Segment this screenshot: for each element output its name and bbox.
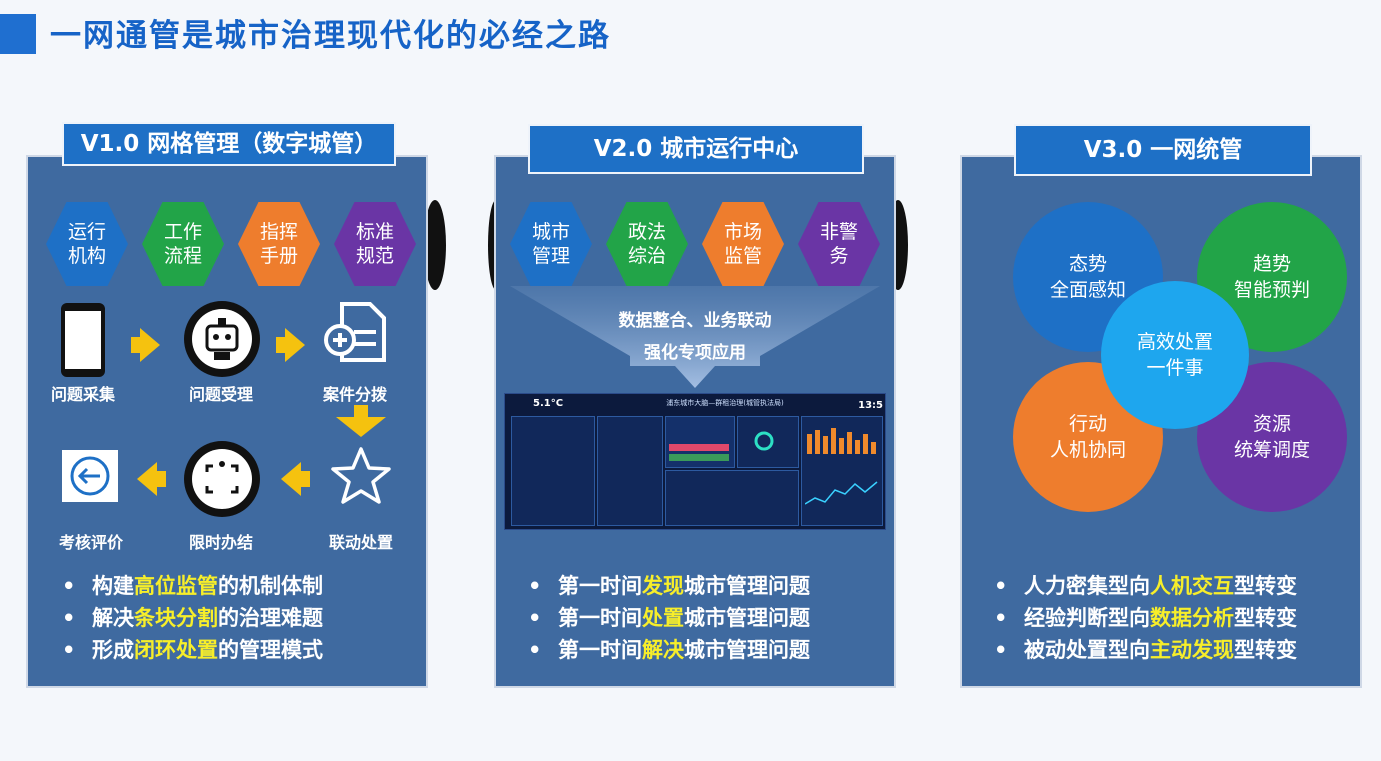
step-label: 限时办结 <box>188 533 253 552</box>
circle-label: 全面感知 <box>1049 279 1126 301</box>
hex-label: 城市 <box>531 221 570 243</box>
step-label: 问题受理 <box>188 385 253 404</box>
decor-edge-1 <box>424 200 446 290</box>
screen-headline: 浦东城市大脑—群租治理(城管执法局) <box>666 399 784 407</box>
circle-label: 资源 <box>1252 413 1291 435</box>
arrow-right-icon <box>140 328 160 362</box>
arrow-stem <box>156 471 166 487</box>
bullet-item: •经验判断型向数据分析型转变 <box>994 606 1297 630</box>
circle-label: 行动 <box>1068 413 1107 435</box>
page-title: 一网通管是城市治理现代化的必经之路 <box>50 18 611 54</box>
bullet-item: •被动处置型向主动发现型转变 <box>994 638 1297 662</box>
step-label: 案件分拨 <box>322 385 387 404</box>
hex-label: 市场 <box>723 221 762 243</box>
step-label: 问题采集 <box>50 385 115 404</box>
panel-v2-title: V2.0 城市运行中心 <box>528 124 864 174</box>
document-add-icon <box>324 302 386 362</box>
bullet-item: •构建高位监管的机制体制 <box>62 574 323 598</box>
funnel-text-1: 数据整合、业务联动 <box>618 311 772 331</box>
circle-label: 态势 <box>1068 253 1107 275</box>
screen-donut-icon <box>754 431 774 451</box>
hex-label: 监管 <box>723 245 762 267</box>
phone-icon <box>61 303 105 377</box>
hex-label: 运行 <box>67 221 106 243</box>
hex-label: 手册 <box>259 245 298 267</box>
hex-label: 规范 <box>355 245 394 267</box>
hex-label: 综治 <box>627 245 666 267</box>
panel-v3-title: V3.0 一网统管 <box>1014 124 1312 176</box>
screen-bar <box>669 444 729 451</box>
funnel-arrow-icon <box>510 286 880 388</box>
bullet-item: •形成闭环处置的管理模式 <box>62 638 323 662</box>
hex-label: 管理 <box>531 245 570 267</box>
hex-v2-1: 城市管理 <box>510 202 592 286</box>
hex-label: 工作 <box>163 221 202 243</box>
screen-panel <box>511 416 595 526</box>
step-label: 联动处置 <box>328 533 393 552</box>
back-arrow-icon <box>62 450 118 502</box>
bullet-item: •人力密集型向人机交互型转变 <box>994 574 1297 598</box>
circle-label: 统筹调度 <box>1233 439 1310 461</box>
screen-mini-line <box>805 481 878 505</box>
timer-icon <box>184 441 260 517</box>
hex-label: 机构 <box>67 245 106 267</box>
screen-bar <box>669 454 729 461</box>
hex-label: 政法 <box>627 221 666 243</box>
arrow-right-icon <box>285 328 305 362</box>
hex-label: 指挥 <box>259 221 298 243</box>
circle-label: 人机协同 <box>1049 439 1126 461</box>
screen-panel <box>597 416 663 526</box>
arrow-stem <box>131 337 141 353</box>
panel-v1-title: V1.0 网格管理（数字城管） <box>62 122 396 166</box>
arrow-down-icon <box>336 417 386 437</box>
circle-action: 行动人机协同 <box>1013 362 1163 512</box>
hex-v2-3: 市场监管 <box>702 202 784 286</box>
hex-v2-4: 非警务 <box>798 202 880 286</box>
screen-panel <box>665 470 799 526</box>
hex-label: 非警 <box>819 221 858 243</box>
screen-panel <box>801 416 883 526</box>
circle-label: 高效处置 <box>1136 331 1213 353</box>
circle-center: 高效处置一件事 <box>1101 281 1249 429</box>
circle-resource: 资源统筹调度 <box>1197 362 1347 512</box>
dashboard-image: 5.1°C 浦东城市大脑—群租治理(城管执法局) 13:5 <box>504 393 886 530</box>
arrow-left-icon <box>137 462 157 496</box>
hex-label: 标准 <box>355 221 394 243</box>
arrow-stem <box>276 337 286 353</box>
arrow-stem <box>354 405 368 417</box>
hex-label: 流程 <box>163 245 202 267</box>
title-accent-bar <box>0 14 36 54</box>
step-label: 考核评价 <box>58 533 123 552</box>
hex-v1-2: 工作流程 <box>142 202 224 286</box>
hex-v2-2: 政法综治 <box>606 202 688 286</box>
circle-label: 趋势 <box>1252 253 1291 275</box>
bullet-item: •第一时间处置城市管理问题 <box>528 606 810 630</box>
screen-panel <box>737 416 799 468</box>
arrow-left-icon <box>281 462 301 496</box>
bullet-item: •第一时间发现城市管理问题 <box>528 574 810 598</box>
star-icon <box>331 447 391 504</box>
arrow-stem <box>300 471 310 487</box>
bullet-item: •解决条块分割的治理难题 <box>62 606 323 630</box>
screen-temp: 5.1°C <box>533 398 564 409</box>
screen-mini-bars <box>807 428 876 454</box>
bullet-item: •第一时间解决城市管理问题 <box>528 638 810 662</box>
screen-time: 13:5 <box>858 400 883 411</box>
circle-label: 智能预判 <box>1233 279 1310 301</box>
hex-label: 务 <box>829 245 849 267</box>
robot-icon <box>184 301 260 377</box>
circle-label: 一件事 <box>1146 357 1204 379</box>
funnel-text-2: 强化专项应用 <box>644 343 746 363</box>
